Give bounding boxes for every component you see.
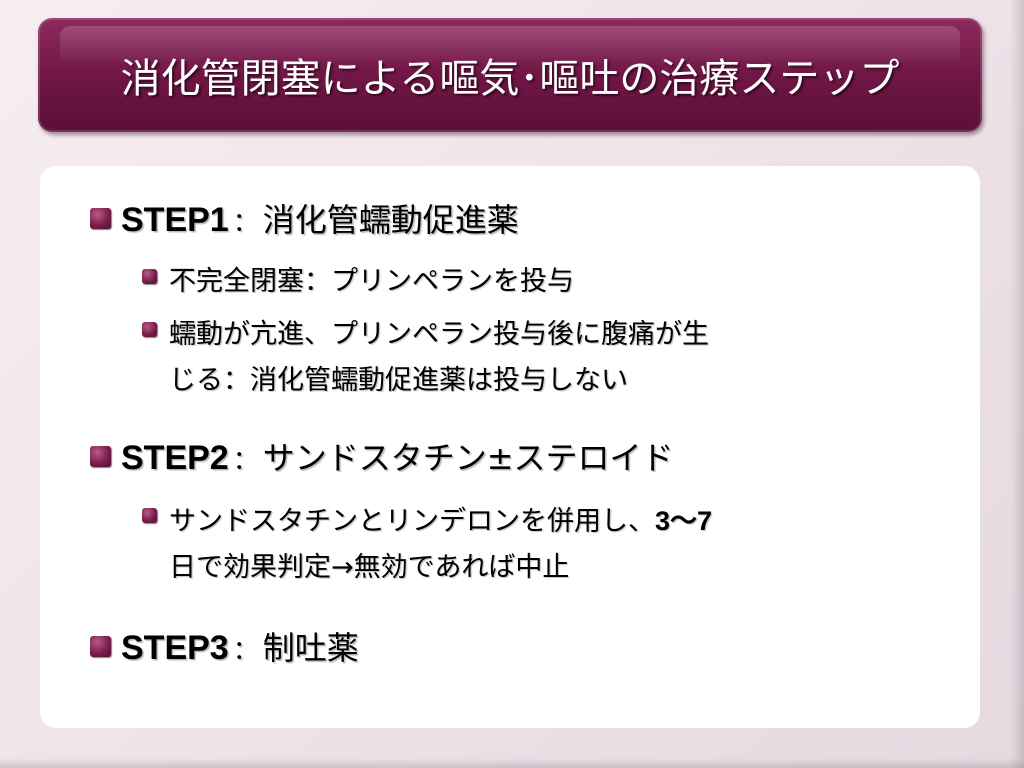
slide-shadow-bottom <box>0 758 1024 768</box>
step1-subitem-2: 蠕動が亢進、プリンペラン投与後に腹痛が生じる：消化管蠕動促進薬は投与しない <box>142 312 709 404</box>
step2-subitem-1-text: サンドスタチンとリンデロンを併用し、3～7 日で効果判定→無効であれば中止 <box>169 498 712 591</box>
step2-separator: ： <box>232 446 259 476</box>
step1-subitem-2-line2: じる：消化管蠕動促進薬は投与しない <box>169 365 628 396</box>
slide-shadow-right <box>1010 0 1024 768</box>
step2-subitem-1: サンドスタチンとリンデロンを併用し、3～7 日で効果判定→無効であれば中止 <box>142 498 712 591</box>
page-title: 消化管閉塞による嘔気･嘔吐の治療ステップ <box>120 56 900 102</box>
step2-description: サンドスタチン±ステロイド <box>262 439 674 477</box>
step2-subitem-1-line1: サンドスタチンとリンデロンを併用し、 <box>169 506 655 537</box>
bullet-square-icon <box>142 322 157 337</box>
bullet-square-icon <box>90 636 111 657</box>
step2-text: STEP2：サンドスタチン±ステロイド <box>121 436 674 483</box>
step1-subitem-1: 不完全閉塞：プリンペランを投与 <box>142 259 574 305</box>
step1-description: 消化管蠕動促進薬 <box>262 201 519 239</box>
step1-subitem-1-text: 不完全閉塞：プリンペランを投与 <box>169 266 574 297</box>
step3-item: STEP3：制吐薬 <box>90 626 359 673</box>
step2-subitem-1-line2: 日で効果判定→無効であれば中止 <box>169 552 570 583</box>
content-panel <box>40 166 980 728</box>
step1-subitem-2-text: 蠕動が亢進、プリンペラン投与後に腹痛が生じる：消化管蠕動促進薬は投与しない <box>169 312 709 404</box>
bullet-square-icon <box>142 269 157 284</box>
bullet-square-icon <box>142 508 157 523</box>
bullet-square-icon <box>90 446 111 467</box>
step2-label: STEP2 <box>121 439 229 477</box>
step1-separator: ： <box>232 208 259 238</box>
title-bar: 消化管閉塞による嘔気･嘔吐の治療ステップ <box>38 18 982 132</box>
step3-text: STEP3：制吐薬 <box>121 626 359 673</box>
step3-description: 制吐薬 <box>262 629 359 667</box>
bullet-square-icon <box>90 208 111 229</box>
step1-text: STEP1：消化管蠕動促進薬 <box>121 198 519 245</box>
step1-item: STEP1：消化管蠕動促進薬 <box>90 198 519 245</box>
step2-subitem-1-days: 3～7 <box>655 506 713 536</box>
step3-label: STEP3 <box>121 629 229 667</box>
step1-label: STEP1 <box>121 201 229 239</box>
step1-subitem-2-line1: 蠕動が亢進、プリンペラン投与後に腹痛が生 <box>169 319 709 350</box>
step2-item: STEP2：サンドスタチン±ステロイド <box>90 436 674 483</box>
step3-separator: ： <box>232 636 259 666</box>
